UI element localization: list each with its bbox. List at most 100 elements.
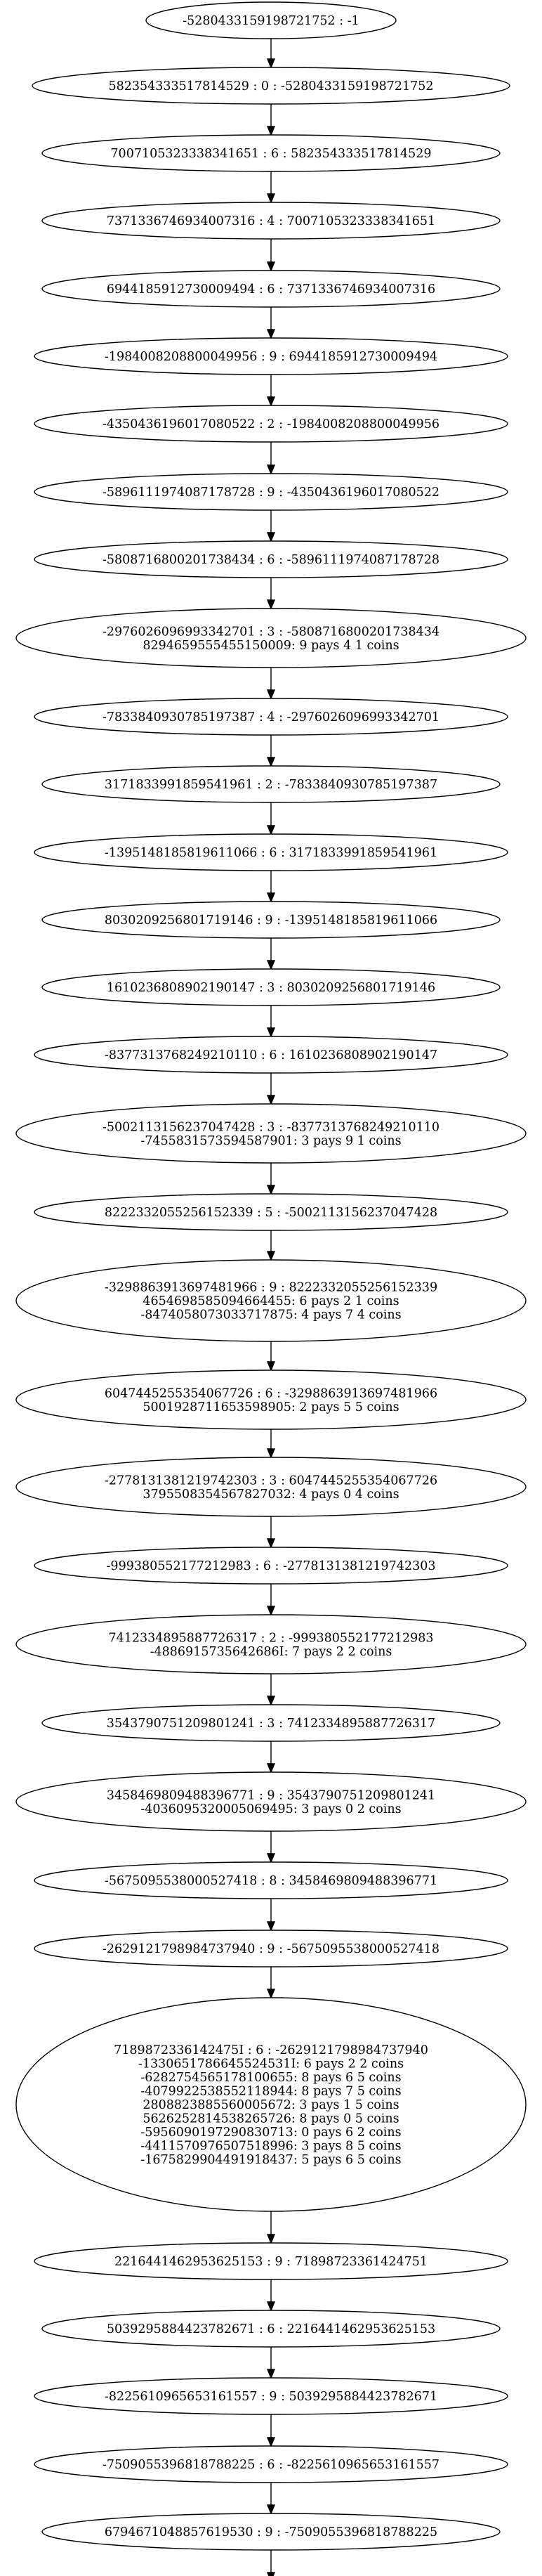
node-label: 5039295884423782671 : 6 : 22164414629536… bbox=[107, 2322, 435, 2336]
node-label: 4654698585094664455: 6 pays 2 1 coins bbox=[143, 1294, 399, 1308]
node-label: 6047445255354067726 : 6 : -3298863913697… bbox=[105, 1386, 437, 1400]
node-label: -3298863913697481966 : 9 : 8222332055256… bbox=[105, 1281, 437, 1295]
node-label: 3171833991859541961 : 2 : -7833840930785… bbox=[105, 778, 437, 792]
node-label: 8294659555455150009: 9 pays 4 1 coins bbox=[143, 639, 399, 653]
node-label: -7509055396818788225 : 6 : -822561096565… bbox=[103, 2458, 439, 2472]
node-label: 7007105323338341651 : 6 : 58235433351781… bbox=[110, 147, 431, 161]
node-label: -2778131381219742303 : 3 : 6047445255354… bbox=[105, 1474, 437, 1488]
edge-arrow bbox=[266, 1674, 276, 1706]
edge-arrow bbox=[266, 735, 276, 767]
node-label: 3458469809488396771 : 9 : 35437907512098… bbox=[107, 1788, 435, 1802]
block-node: -5675095538000527418 : 8 : 3458469809488… bbox=[34, 1861, 508, 1899]
node-label: 5626252814538265726: 8 pays 0 5 coins bbox=[143, 2112, 399, 2126]
edge-arrow bbox=[266, 1516, 276, 1549]
node-label: 7189872336142475I : 6 : -262912179898473… bbox=[114, 2043, 428, 2057]
edge-arrow bbox=[266, 1967, 276, 1999]
block-node: -1395148185819611066 : 6 : 3171833991859… bbox=[34, 833, 508, 871]
node-label: 7412334895887726317 : 2 : -9993805521772… bbox=[108, 1631, 433, 1645]
block-node: -2629121798984737940 : 9 : -567509553800… bbox=[34, 1930, 508, 1967]
block-node: -2976026096993342701 : 3 : -580871680020… bbox=[15, 608, 527, 668]
node-label: -4036095320005069495: 3 pays 0 2 coins bbox=[140, 1802, 401, 1816]
node-label: -1395148185819611066 : 6 : 3171833991859… bbox=[105, 846, 437, 860]
edge-arrow bbox=[266, 39, 276, 69]
node-label: 5001928711653598905: 2 pays 5 5 coins bbox=[143, 1400, 399, 1414]
block-node: 7412334895887726317 : 2 : -9993805521772… bbox=[15, 1614, 527, 1674]
edge-arrow bbox=[266, 1341, 276, 1372]
node-label: -1330651786645524531I: 6 pays 2 2 coins bbox=[138, 2057, 404, 2071]
block-node: -5896111974087178728 : 9 : -435043619601… bbox=[34, 473, 508, 511]
edge-arrow bbox=[266, 2483, 276, 2515]
edge-arrow bbox=[266, 1831, 276, 1863]
node-label: -5896111974087178728 : 9 : -435043619601… bbox=[103, 486, 439, 500]
edge-arrow bbox=[266, 578, 276, 610]
edge-arrow bbox=[266, 442, 276, 475]
node-label: -4886915735642686I: 7 pays 2 2 coins bbox=[150, 1645, 392, 1659]
block-node: -5002113156237047428 : 3 : -837731376824… bbox=[15, 1103, 527, 1164]
block-node: -3298863913697481966 : 9 : 8222332055256… bbox=[15, 1259, 527, 1342]
block-node: 3458469809488396771 : 9 : 35437907512098… bbox=[15, 1771, 527, 1832]
edge-arrow bbox=[266, 307, 276, 339]
node-label: 582354333517814529 : 0 : -52804331591987… bbox=[108, 79, 433, 93]
edge-arrow bbox=[266, 2414, 276, 2447]
block-node: 6047445255354067726 : 6 : -3298863913697… bbox=[15, 1370, 527, 1430]
block-node: -999380552177212983 : 6 : -2778131381219… bbox=[34, 1547, 508, 1585]
edge-arrow bbox=[266, 1073, 276, 1105]
node-label: 1610236808902190147 : 3 : 80302092568017… bbox=[107, 981, 435, 995]
edge-arrow bbox=[266, 1741, 276, 1774]
node-label: -7455831573594587901: 3 pays 9 1 coins bbox=[140, 1134, 401, 1148]
node-label: -4350436196017080522 : 2 : -198400820880… bbox=[103, 417, 439, 431]
node-label: 2808823885560005672: 3 pays 1 5 coins bbox=[143, 2098, 399, 2112]
edge-arrow bbox=[266, 2347, 276, 2379]
block-node: -7833840930785197387 : 4 : -297602609699… bbox=[34, 698, 508, 736]
block-node: 3543790751209801241 : 3 : 74123348958877… bbox=[41, 1704, 501, 1742]
block-node: 7007105323338341651 : 6 : 58235433351781… bbox=[41, 134, 501, 172]
edge-arrow bbox=[266, 1899, 276, 1932]
block-node: -8225610965653161557 : 9 : 5039295884423… bbox=[34, 2377, 508, 2415]
block-node: -5280433159198721752 : -1 bbox=[145, 1, 397, 39]
block-node: -2778131381219742303 : 3 : 6047445255354… bbox=[15, 1457, 527, 1517]
node-label: -7833840930785197387 : 4 : -297602609699… bbox=[103, 710, 439, 724]
block-node: -4350436196017080522 : 2 : -198400820880… bbox=[34, 405, 508, 443]
node-label: 7371336746934007316 : 4 : 70071053233383… bbox=[107, 214, 435, 228]
node-label: -5002113156237047428 : 3 : -837731376824… bbox=[103, 1120, 439, 1134]
edge-arrow bbox=[266, 171, 276, 204]
block-node: 8030209256801719146 : 9 : -1395148185819… bbox=[41, 901, 501, 939]
block-node: -5808716800201738434 : 6 : -589611197408… bbox=[34, 540, 508, 578]
block-node: 3171833991859541961 : 2 : -7833840930785… bbox=[41, 765, 501, 803]
edge-arrow bbox=[266, 510, 276, 542]
node-label: 6794671048857619530 : 9 : -7509055396818… bbox=[105, 2525, 437, 2539]
block-node: 1610236808902190147 : 3 : 80302092568017… bbox=[41, 968, 501, 1006]
edge-arrow bbox=[266, 104, 276, 136]
edge-arrow bbox=[266, 1230, 276, 1261]
node-label: 8222332055256152339 : 5 : -5002113156237… bbox=[105, 1206, 437, 1220]
node-label: -5280433159198721752 : -1 bbox=[183, 14, 359, 28]
edge-arrow bbox=[266, 668, 276, 700]
node-label: -1675829904491918437: 5 pays 6 5 coins bbox=[140, 2153, 401, 2167]
block-node: -1984008208800049956 : 9 : 6944185912730… bbox=[34, 337, 508, 375]
edge-arrow bbox=[266, 2550, 276, 2576]
node-label: 6944185912730009494 : 6 : 73713367469340… bbox=[107, 282, 435, 297]
node-label: -4079922538552118944: 8 pays 7 5 coins bbox=[140, 2085, 401, 2099]
edge-arrow bbox=[266, 2211, 276, 2244]
node-label: 8030209256801719146 : 9 : -1395148185819… bbox=[105, 913, 437, 928]
node-label: -2629121798984737940 : 9 : -567509553800… bbox=[103, 1942, 439, 1956]
edge-arrow bbox=[266, 802, 276, 835]
edge-arrow bbox=[266, 1163, 276, 1195]
edge-arrow bbox=[266, 1006, 276, 1038]
block-node: 8222332055256152339 : 5 : -5002113156237… bbox=[34, 1193, 508, 1231]
node-label: -5675095538000527418 : 8 : 3458469809488… bbox=[105, 1874, 437, 1888]
node-label: -8225610965653161557 : 9 : 5039295884423… bbox=[105, 2390, 437, 2404]
node-label: -1984008208800049956 : 9 : 6944185912730… bbox=[105, 350, 437, 364]
edge-arrow bbox=[266, 938, 276, 970]
edge-arrow bbox=[266, 1584, 276, 1616]
block-node: -7509055396818788225 : 6 : -822561096565… bbox=[34, 2445, 508, 2483]
edge-arrow bbox=[266, 375, 276, 407]
node-label: -5808716800201738434 : 6 : -589611197408… bbox=[103, 553, 439, 567]
block-node: 5039295884423782671 : 6 : 22164414629536… bbox=[41, 2310, 501, 2348]
edge-arrow bbox=[266, 871, 276, 903]
node-label: -999380552177212983 : 6 : -2778131381219… bbox=[107, 1559, 436, 1573]
node-label: -4411570976507518996: 3 pays 8 5 coins bbox=[140, 2140, 401, 2154]
node-label: -8474058073033717875: 4 pays 7 4 coins bbox=[140, 1308, 401, 1322]
edge-arrow bbox=[266, 1429, 276, 1459]
